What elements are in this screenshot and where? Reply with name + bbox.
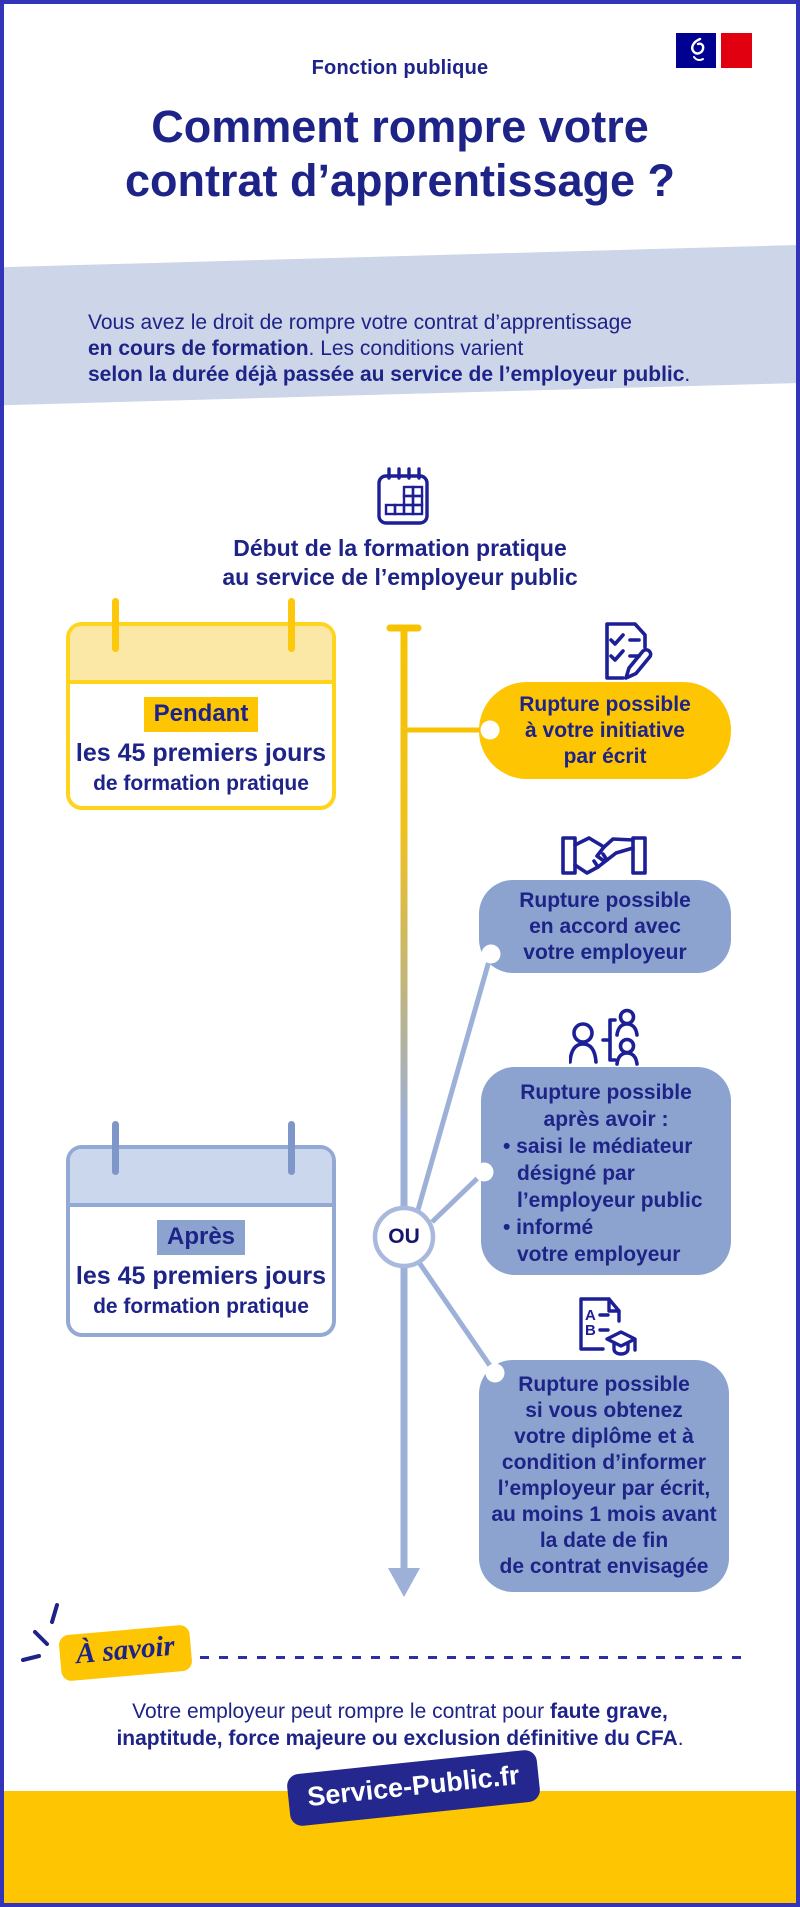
pendant-highlight: Pendant (143, 697, 259, 732)
branch-line: l’employeur par écrit, (497, 1477, 711, 1500)
branch-line: condition d’informer (501, 1451, 707, 1474)
intro-line3: selon la durée déjà passée au service de… (88, 363, 691, 386)
branch-line: Rupture possible (520, 1081, 692, 1104)
connector-accord (413, 953, 494, 1218)
branch-mediateur-card: Rupture possible après avoir : • saisi l… (481, 1067, 731, 1275)
connector-mediateur (430, 1170, 486, 1224)
france-flag-logo (676, 33, 752, 68)
branch-line: en accord avec (529, 914, 681, 938)
marianne-icon (691, 37, 705, 62)
branch-initiative-card: Rupture possible à votre initiative par … (479, 682, 731, 779)
calendar-icon (377, 467, 429, 525)
intro-line1: Vous avez le droit de rompre votre contr… (88, 311, 632, 334)
diploma-icon: A B (579, 1297, 637, 1356)
mediator-icon (569, 1008, 639, 1066)
page-title-line2: contrat d’apprentissage ? (124, 155, 676, 206)
branch-line: votre employeur (523, 940, 687, 964)
branch-accord-card: Rupture possible en accord avec votre em… (479, 880, 731, 973)
timeline-arrow-icon (388, 1568, 420, 1597)
employer-note-line1: Votre employeur peut rompre le contrat p… (132, 1700, 668, 1723)
page-title-line1: Comment rompre votre (151, 101, 649, 152)
period-card-pendant: Pendant les 45 premiers jours de formati… (66, 598, 336, 810)
branch-line: par écrit (563, 744, 647, 768)
period-card-apres: Après les 45 premiers jours de formation… (66, 1121, 336, 1337)
intro-text: Vous avez le droit de rompre votre contr… (88, 310, 690, 388)
branch-line: Rupture possible (519, 692, 691, 716)
connector-diplome (413, 1256, 498, 1375)
svg-text:A: A (585, 1307, 596, 1324)
branch-line: après avoir : (543, 1108, 669, 1131)
checklist-pen-icon (605, 622, 653, 680)
ministry-label: Fonction publique (311, 57, 489, 79)
calendar-ring-icon (288, 598, 295, 652)
a-savoir-tag: À savoir (58, 1624, 193, 1682)
calendar-ring-icon (288, 1121, 295, 1175)
apres-highlight: Après (156, 1220, 246, 1255)
employer-note: Votre employeur peut rompre le contrat p… (4, 1698, 796, 1752)
branch-diplome-card: Rupture possible si vous obtenez votre d… (479, 1360, 729, 1592)
branch-line: votre diplôme et à (514, 1425, 694, 1448)
branch-line: la date de fin (539, 1529, 669, 1552)
or-label: OU (388, 1225, 420, 1248)
branch-line: • saisi le médiateur (503, 1135, 693, 1158)
employer-note-line2: inaptitude, force majeure ou exclusion d… (116, 1727, 684, 1750)
branch-line: Rupture possible (518, 1373, 690, 1396)
calendar-ring-icon (112, 598, 119, 652)
svg-text:B: B (585, 1322, 596, 1339)
branch-line: • informé (503, 1216, 594, 1239)
apres-line1: les 45 premiers jours (75, 1262, 327, 1290)
branch-line: au moins 1 mois avant (491, 1503, 717, 1526)
intro-line2: en cours de formation. Les conditions va… (88, 337, 524, 360)
spark-icon (21, 1603, 59, 1662)
branch-line: votre employeur (517, 1243, 681, 1266)
branch-line: de contrat envisagée (499, 1555, 709, 1578)
apres-line2: de formation pratique (93, 1295, 309, 1318)
dashed-divider (200, 1656, 748, 1659)
pendant-line1: les 45 premiers jours (75, 739, 327, 767)
calendar-ring-icon (112, 1121, 119, 1175)
branch-line: Rupture possible (519, 888, 691, 912)
flag-red-block (721, 33, 752, 68)
branch-line: si vous obtenez (525, 1399, 683, 1422)
branch-line: désigné par (517, 1162, 635, 1185)
handshake-icon (561, 836, 647, 875)
flag-blue-block (676, 33, 716, 68)
branch-line: l’employeur public (517, 1189, 703, 1212)
branch-line: à votre initiative (525, 718, 685, 742)
pendant-line2: de formation pratique (93, 772, 309, 795)
